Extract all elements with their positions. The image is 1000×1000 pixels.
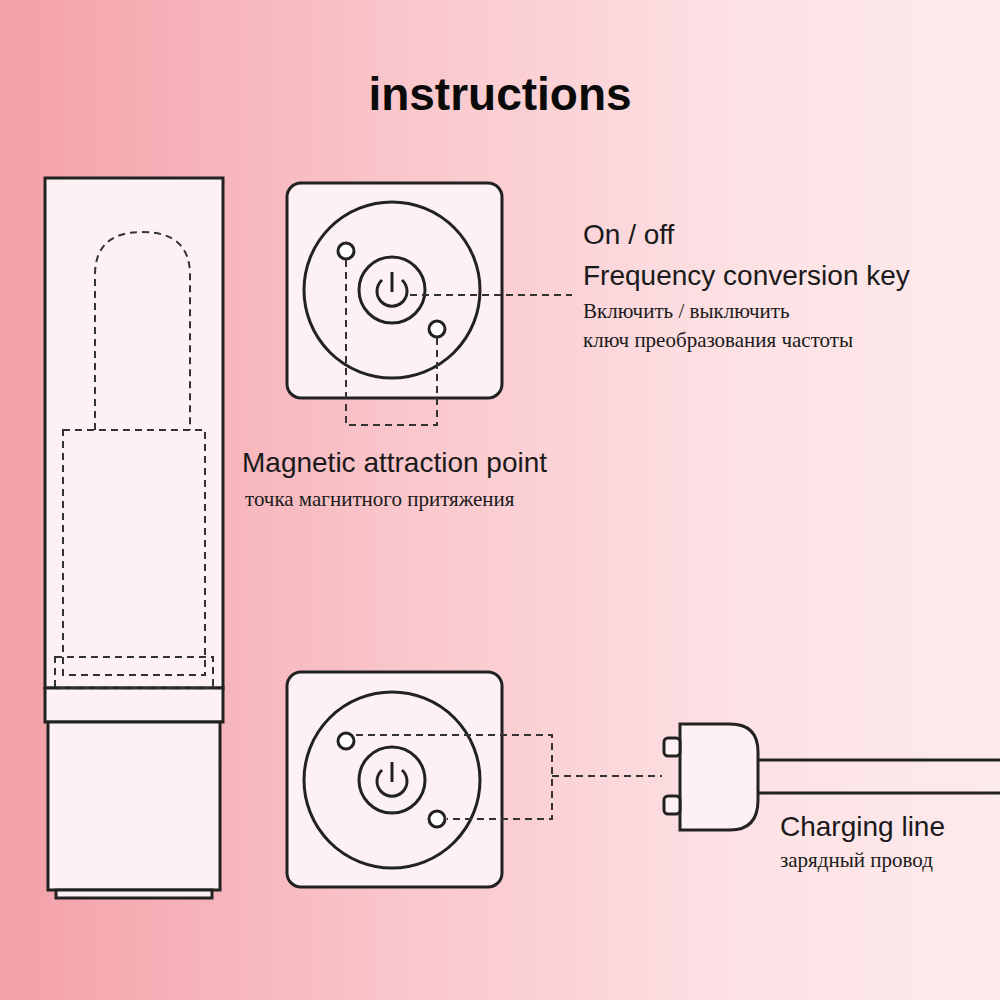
part-label: Frequency conversion key bbox=[583, 259, 910, 293]
top-view-box bbox=[287, 183, 502, 398]
hidden-parts bbox=[55, 232, 213, 688]
leader-line bbox=[410, 294, 572, 296]
leader-line bbox=[552, 775, 662, 777]
russian-label: Включить / выключить bbox=[583, 299, 790, 324]
magnet-dot bbox=[338, 733, 354, 749]
magnet-dot bbox=[429, 811, 445, 827]
russian-label: ключ преобразования частоты bbox=[583, 328, 853, 353]
power-button bbox=[359, 257, 425, 323]
lipstick-base bbox=[48, 722, 220, 890]
leader-line bbox=[356, 735, 552, 819]
part-label: Magnetic attraction point bbox=[242, 446, 547, 480]
power-icon bbox=[391, 762, 394, 782]
inner-sleeve bbox=[63, 430, 205, 675]
leader-lines bbox=[356, 735, 662, 819]
part-label: Charging line bbox=[780, 810, 945, 844]
russian-label: зарядный провод bbox=[780, 848, 933, 873]
plug-pin bbox=[664, 796, 680, 814]
plug-head bbox=[680, 724, 758, 830]
power-button bbox=[359, 747, 425, 813]
inner-ring bbox=[55, 657, 213, 688]
charging-cable bbox=[758, 759, 1000, 762]
end-circle bbox=[304, 202, 480, 378]
power-icon bbox=[391, 272, 394, 292]
end-face bbox=[287, 183, 502, 398]
part-label: On / off bbox=[583, 218, 674, 252]
vibrator-bullet bbox=[95, 232, 190, 430]
leader-lines bbox=[346, 260, 572, 425]
charging-cable bbox=[758, 792, 1000, 795]
lipstick-foot bbox=[56, 890, 212, 898]
title: instructions bbox=[368, 67, 631, 122]
lipstick-body bbox=[45, 178, 223, 898]
russian-label: точка магнитного притяжения bbox=[245, 487, 514, 512]
magnet-dot bbox=[338, 243, 354, 259]
leader-line bbox=[346, 260, 437, 425]
lipstick-cap bbox=[45, 178, 223, 688]
magnet-dot bbox=[429, 321, 445, 337]
end-circle bbox=[304, 692, 480, 868]
end-face bbox=[287, 672, 502, 887]
bottom-view-box bbox=[287, 672, 502, 887]
plug-pin bbox=[664, 738, 680, 756]
lipstick-band bbox=[45, 688, 223, 722]
